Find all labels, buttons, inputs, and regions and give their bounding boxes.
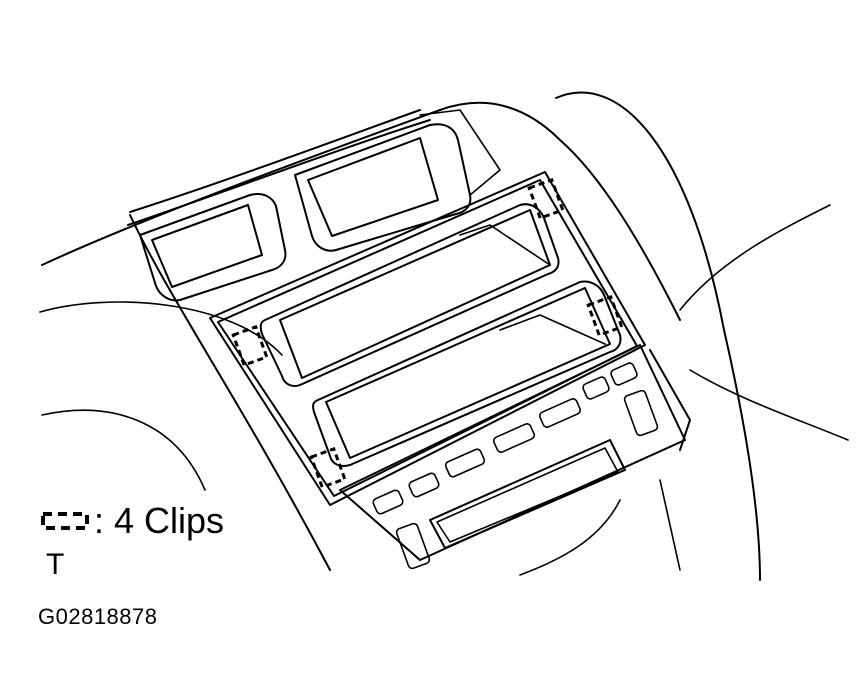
clip-legend: : 4 Clips bbox=[40, 500, 224, 542]
legend-label: : 4 Clips bbox=[94, 500, 225, 541]
lower-control-panel bbox=[339, 344, 691, 570]
dashed-bracket-icon bbox=[41, 512, 89, 530]
upper-vents bbox=[139, 109, 501, 302]
figure-code: G02818878 bbox=[38, 604, 158, 629]
tool-mark: T bbox=[46, 548, 65, 581]
dashboard-outline bbox=[39, 91, 849, 581]
control-buttons bbox=[372, 362, 659, 570]
clip-markers bbox=[231, 177, 624, 490]
